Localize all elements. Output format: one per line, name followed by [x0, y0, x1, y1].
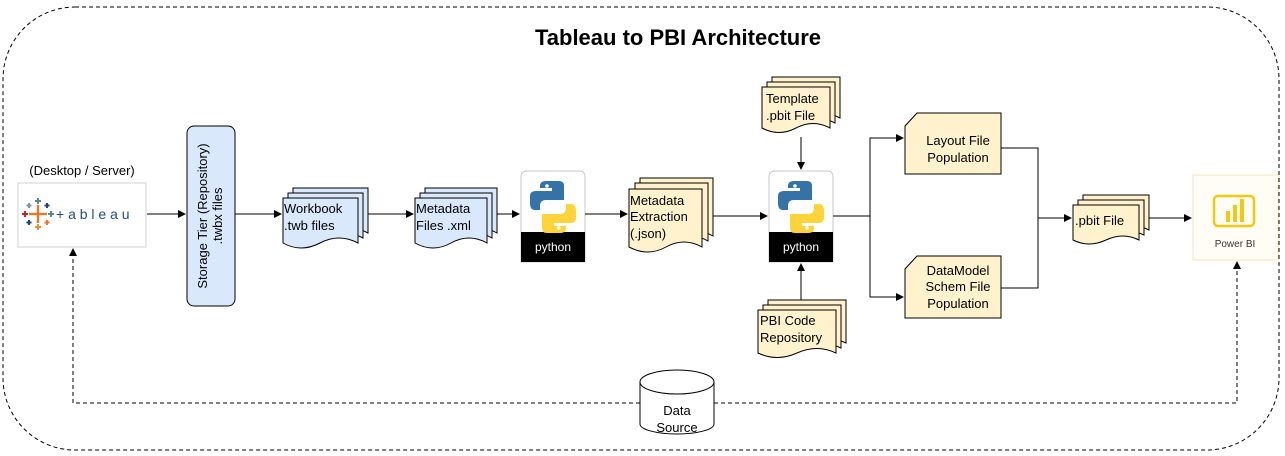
- pbit-file-node: .pbit File: [1072, 194, 1150, 245]
- template-line1: Template: [766, 91, 819, 106]
- python-logo-icon: [530, 181, 576, 233]
- layout-file-node: Layout File Population: [904, 112, 1002, 175]
- outer-container: [2, 6, 1280, 451]
- workbook-line1: Workbook: [284, 201, 343, 216]
- metadata-extraction-line1: Metadata: [630, 193, 685, 208]
- power-bi-logo-icon: [1212, 194, 1256, 228]
- edge-datasource-tableau: [69, 248, 640, 404]
- pbi-code-line1: PBI Code: [760, 313, 816, 328]
- layout-file-line1: Layout File: [926, 133, 990, 148]
- metadata-files-line1: Metadata: [416, 201, 471, 216]
- datamodel-line3: Population: [927, 296, 988, 311]
- power-bi-node: Power BI: [1192, 174, 1279, 261]
- template-node: Template .pbit File: [761, 76, 841, 133]
- python-logo-icon: [778, 181, 824, 233]
- layout-file-line2: Population: [927, 150, 988, 165]
- tableau-logo-icon: + a b l e a u: [17, 182, 147, 248]
- edge-datamodel-pbit: [1001, 218, 1039, 289]
- data-source-line1: Data: [663, 403, 691, 418]
- edge-python2-datamodel: [869, 216, 904, 301]
- template-line2: .pbit File: [766, 108, 815, 123]
- metadata-extraction-line3: (.json): [630, 226, 666, 241]
- python-node-2: python: [768, 170, 834, 263]
- power-bi-label: Power BI: [1215, 239, 1256, 250]
- edge-python2-layout: [833, 134, 904, 217]
- data-source-node: Data Source: [639, 369, 715, 435]
- metadata-files-line2: Files .xml: [416, 218, 471, 233]
- storage-tier-node: Storage Tier (Repository) .twbx files: [186, 125, 236, 307]
- datamodel-line1: DataModel: [927, 263, 990, 278]
- tableau-caption: (Desktop / Server): [29, 163, 134, 178]
- pbit-file-label: .pbit File: [1075, 213, 1124, 228]
- metadata-files-node: Metadata Files .xml: [414, 187, 498, 249]
- edge-layout-pbit: [1001, 147, 1072, 222]
- tableau-wordmark: + a b l e a u: [56, 206, 130, 222]
- python-node-1: python: [520, 170, 586, 263]
- workbook-line2: .twb files: [284, 218, 335, 233]
- datamodel-line2: Schem File: [925, 279, 990, 294]
- storage-label: Storage Tier (Repository): [195, 143, 210, 288]
- metadata-extraction-node: Metadata Extraction (.json): [628, 177, 714, 253]
- pbi-code-repository-node: PBI Code Repository: [757, 299, 847, 358]
- pbi-code-line2: Repository: [760, 330, 823, 345]
- data-source-line2: Source: [656, 420, 697, 435]
- python-2-label: python: [783, 240, 819, 254]
- python-1-label: python: [535, 240, 571, 254]
- metadata-extraction-line2: Extraction: [630, 209, 688, 224]
- edge-datasource-powerbi: [714, 261, 1241, 404]
- storage-sublabel: .twbx files: [210, 187, 225, 245]
- diagram-title: Tableau to PBI Architecture: [535, 25, 821, 50]
- connectors: [69, 134, 1241, 404]
- workbook-node: Workbook .twb files: [282, 187, 369, 249]
- datamodel-file-node: DataModel Schem File Population: [904, 255, 1002, 319]
